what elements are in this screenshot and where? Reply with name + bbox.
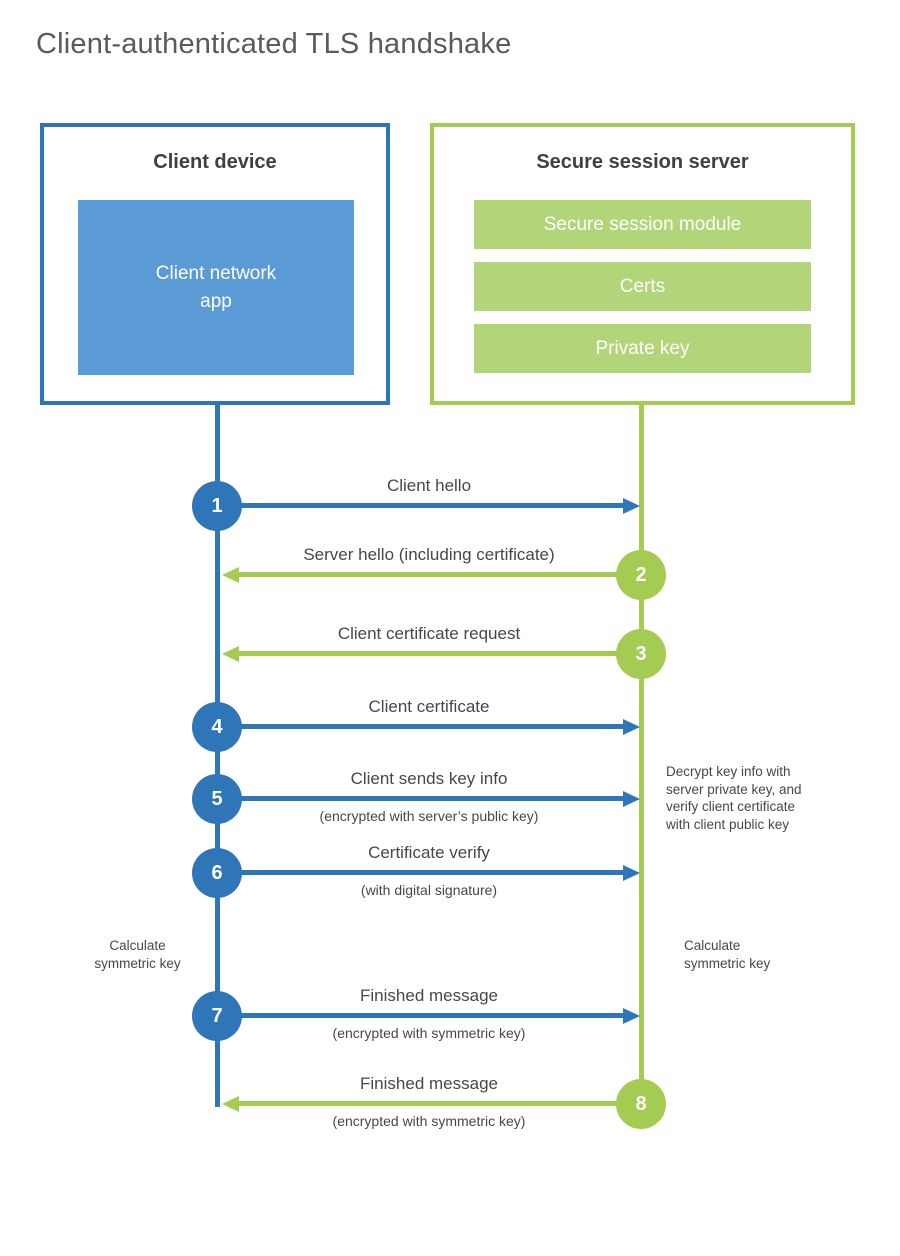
- step-5-label: Client sends key info: [350, 769, 508, 788]
- step-8-label: Finished message: [360, 1074, 498, 1093]
- step-8-arrow-left-icon: [222, 1095, 641, 1112]
- calculate-symmetric-key-note-server: Calculate symmetric key: [684, 938, 771, 971]
- step-2-badge: 2: [616, 550, 666, 600]
- page-title: Client-authenticated TLS handshake: [36, 28, 512, 60]
- step-6-badge: 6: [192, 848, 242, 898]
- step-1-badge: 1: [192, 481, 242, 531]
- step-4-arrow-right-icon: [220, 718, 640, 735]
- secure-session-server-title: Secure session server: [536, 151, 749, 173]
- secure-session-server-box: Secure session server Secure session mod…: [430, 123, 855, 405]
- step-5-sublabel: (encrypted with server’s public key): [319, 808, 539, 824]
- client-network-app-box: Client network app: [78, 200, 354, 375]
- step-4-label: Client certificate: [368, 697, 490, 716]
- step-7-arrow-right-icon: [220, 1007, 640, 1024]
- step-5-arrow-right-icon: [220, 790, 640, 807]
- step-4-badge: 4: [192, 702, 242, 752]
- step-3-badge: 3: [616, 629, 666, 679]
- step-5-badge: 5: [192, 774, 242, 824]
- server-module-secure-session-module: Secure session module: [474, 200, 811, 249]
- client-lifeline: [215, 404, 220, 1107]
- server-module-private-key: Private key: [474, 324, 811, 373]
- client-device-title: Client device: [153, 151, 277, 173]
- step-3-label: Client certificate request: [337, 624, 521, 643]
- step-8-sublabel: (encrypted with symmetric key): [332, 1113, 526, 1129]
- step-1-label: Client hello: [386, 476, 472, 495]
- step-2-arrow-left-icon: [222, 566, 641, 583]
- step-8-badge: 8: [616, 1079, 666, 1129]
- step-1-arrow-right-icon: [220, 497, 640, 514]
- server-module-certs: Certs: [474, 262, 811, 311]
- client-device-box: Client device Client network app: [40, 123, 390, 405]
- server-lifeline: [639, 404, 644, 1085]
- step-6-sublabel: (with digital signature): [360, 882, 498, 898]
- step-6-label: Certificate verify: [368, 843, 490, 862]
- decrypt-key-info-note: Decrypt key info with server private key…: [666, 764, 802, 832]
- step-7-badge: 7: [192, 991, 242, 1041]
- calculate-symmetric-key-note-client: Calculate symmetric key: [94, 938, 181, 971]
- step-3-arrow-left-icon: [222, 645, 641, 662]
- step-7-label: Finished message: [360, 986, 498, 1005]
- step-7-sublabel: (encrypted with symmetric key): [332, 1025, 526, 1041]
- step-6-arrow-right-icon: [220, 864, 640, 881]
- step-2-label: Server hello (including certificate): [303, 545, 555, 564]
